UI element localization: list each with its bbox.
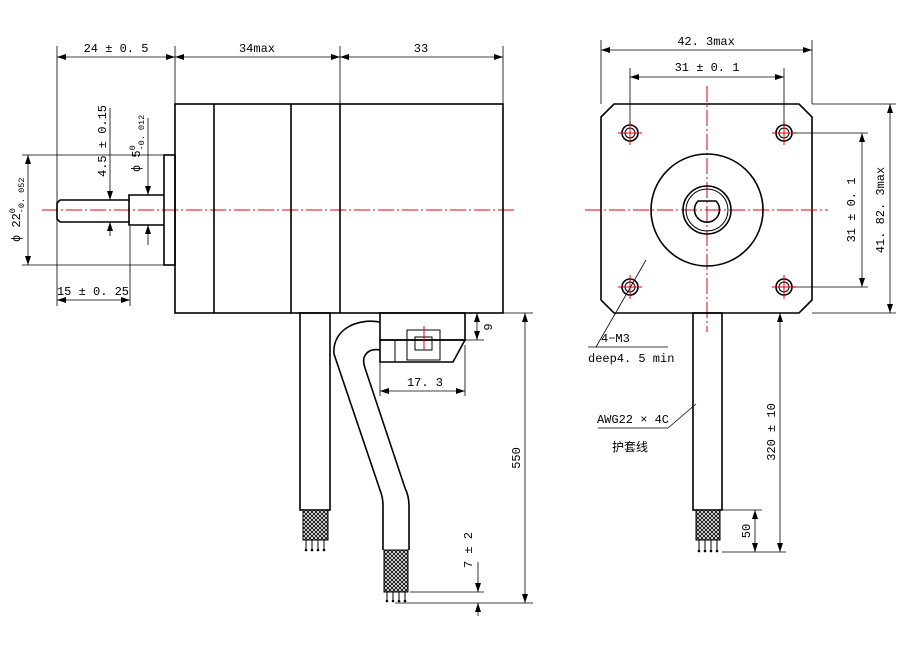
dim-label-flat-length: 15 ± 0. 25 (57, 285, 129, 299)
mounting-hole-centermarks (618, 121, 796, 299)
side-cable-straight (299, 312, 331, 511)
boss-diameter-value: ϕ 22 (10, 213, 24, 242)
wire-tip (322, 548, 326, 552)
dim-label-connector-width: 17. 3 (407, 376, 443, 390)
wire-tip (403, 599, 407, 603)
pilot-boss-circle (650, 153, 764, 267)
hole-callout-depth: deep4. 5 min (588, 352, 674, 366)
dim-label-flange-width: 42. 3max (677, 35, 735, 49)
side-cable-straight-wires (305, 540, 325, 550)
wire-tip (697, 549, 701, 553)
dim-label-shaft-length: 24 ± 0. 5 (84, 42, 149, 56)
front-cable-strands (695, 509, 721, 541)
dim-label-strip-length: 7 ± 2 (462, 532, 476, 568)
dim-label-body-rear: 33 (414, 42, 428, 56)
shaft-diameter-value: ϕ 5 (130, 150, 144, 172)
wire-tip (391, 599, 395, 603)
side-cable-bent-outer (333, 320, 384, 550)
front-cable (692, 312, 723, 511)
wire-tip (715, 549, 719, 553)
boss-diameter-lower-tol: -0. 052 (17, 178, 27, 214)
dim-label-hole-spacing-horizontal: 31 ± 0. 1 (675, 61, 740, 75)
dim-label-cable-length: 550 (510, 447, 524, 469)
wire-tip (304, 548, 308, 552)
dim-label-front-cable-length: 320 ± 10 (765, 403, 779, 461)
hole-callout-thread: 4−M3 (601, 332, 630, 346)
side-cable-bent-wires (386, 592, 406, 601)
side-view: 24 ± 0. 5 34max 33 ϕ 220-0. 052 4.5 ± 0.… (8, 42, 533, 616)
dim-label-shaft-diameter: ϕ 50-0. 012 (128, 115, 147, 172)
dim-label-body-front: 34max (239, 42, 275, 56)
connector-height-extensions (465, 312, 533, 341)
cable-length-extensions (395, 591, 533, 604)
side-cable-straight-strands (302, 509, 329, 541)
shaft-outline (56, 194, 164, 226)
flange-outline (600, 103, 813, 314)
hole-spacing-v-extensions (793, 132, 868, 288)
dim-label-boss-diameter: ϕ 220-0. 052 (8, 178, 27, 242)
cable-callout-type: 护套线 (612, 440, 648, 454)
wire-tip (709, 549, 713, 553)
shaft-diameter-upper-tol: 0 (128, 145, 138, 150)
connector-housing (379, 312, 466, 341)
shaft-end-d-profile (693, 200, 721, 223)
bearing-ring-inner (685, 188, 729, 232)
flange-height-extensions (812, 103, 896, 314)
dim-label-front-strip-length: 50 (740, 524, 754, 538)
wire-tip (397, 599, 401, 603)
top-extension-lines (56, 46, 504, 306)
dim-label-flat-depth: 4.5 ± 0.15 (96, 105, 110, 177)
boss-extension-lines (22, 154, 164, 266)
dim-label-connector-height: 9 (482, 323, 496, 330)
motor-body (174, 103, 504, 314)
front-cable-wires (698, 540, 718, 551)
boss-diameter-upper-tol: 0 (8, 208, 18, 213)
bearing-ring-outer (682, 185, 732, 235)
wire-tip (316, 548, 320, 552)
cable-callout-spec: AWG22 × 4C (597, 413, 669, 427)
wire-tip (703, 549, 707, 553)
front-view: 42. 3max 31 ± 0. 1 31 ± 0. 1 41. 82. 3ma… (585, 35, 896, 553)
side-cable-bent-strands (383, 549, 409, 593)
cable-callout-leader (667, 403, 697, 429)
shaft-diameter-lower-tol: -0. 012 (137, 115, 147, 151)
wire-tip (310, 548, 314, 552)
side-cable-bent-inner (362, 348, 410, 550)
connector-base (379, 339, 467, 363)
dim-label-hole-spacing-vertical: 31 ± 0. 1 (845, 178, 859, 243)
hole-callout-leader (595, 259, 647, 348)
wire-tip (385, 599, 389, 603)
dim-label-flange-height: 41. 82. 3max (874, 167, 888, 253)
